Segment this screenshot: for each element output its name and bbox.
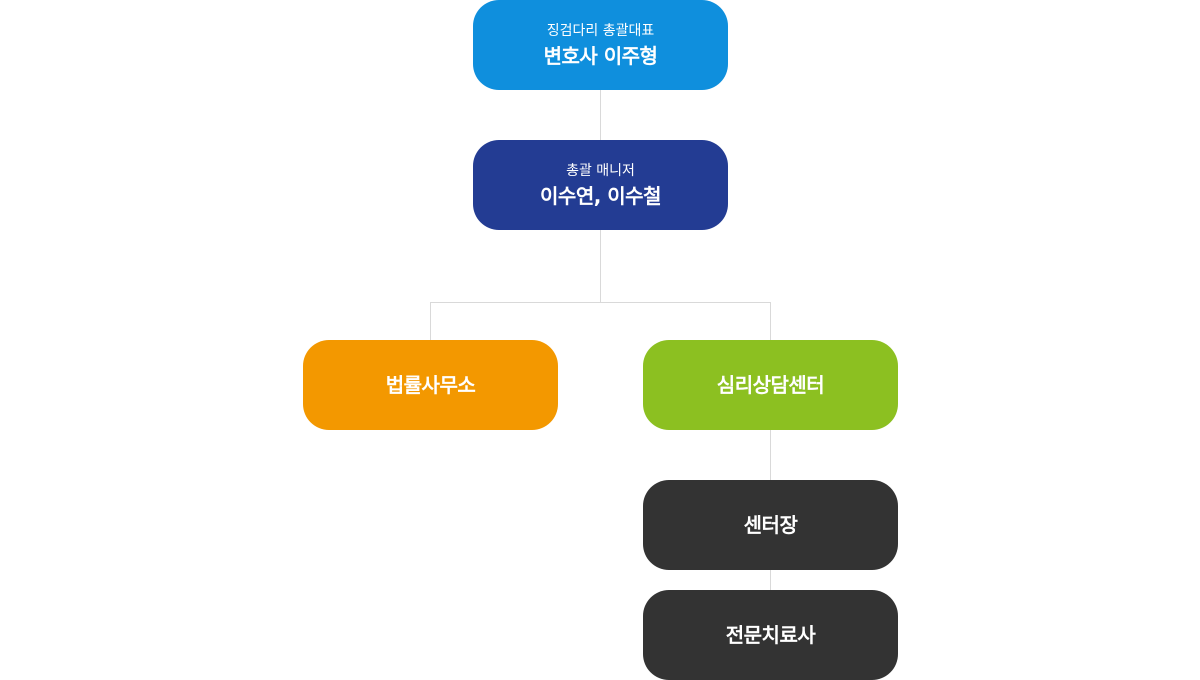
manager-node: 총괄 매니저 이수연, 이수철 [473,140,728,230]
counseling-center-name: 심리상담센터 [716,373,825,397]
center-director-node: 센터장 [643,480,898,570]
connector-horizontal [430,302,771,303]
connector-director-therapist [770,570,771,590]
law-office-node: 법률사무소 [303,340,558,430]
connector-to-counseling-center [770,302,771,340]
center-director-name: 센터장 [743,513,798,537]
manager-name: 이수연, 이수철 [540,184,661,208]
therapist-name: 전문치료사 [725,623,816,647]
counseling-center-node: 심리상담센터 [643,340,898,430]
ceo-role: 징검다리 총괄대표 [546,23,655,39]
connector-ceo-manager [600,90,601,140]
ceo-node: 징검다리 총괄대표 변호사 이주형 [473,0,728,90]
connector-to-law-office [430,302,431,340]
law-office-name: 법률사무소 [385,373,476,397]
connector-manager-branch [600,230,601,303]
therapist-node: 전문치료사 [643,590,898,680]
connector-counseling-director [770,430,771,480]
ceo-name: 변호사 이주형 [543,44,658,68]
manager-role: 총괄 매니저 [566,163,635,179]
